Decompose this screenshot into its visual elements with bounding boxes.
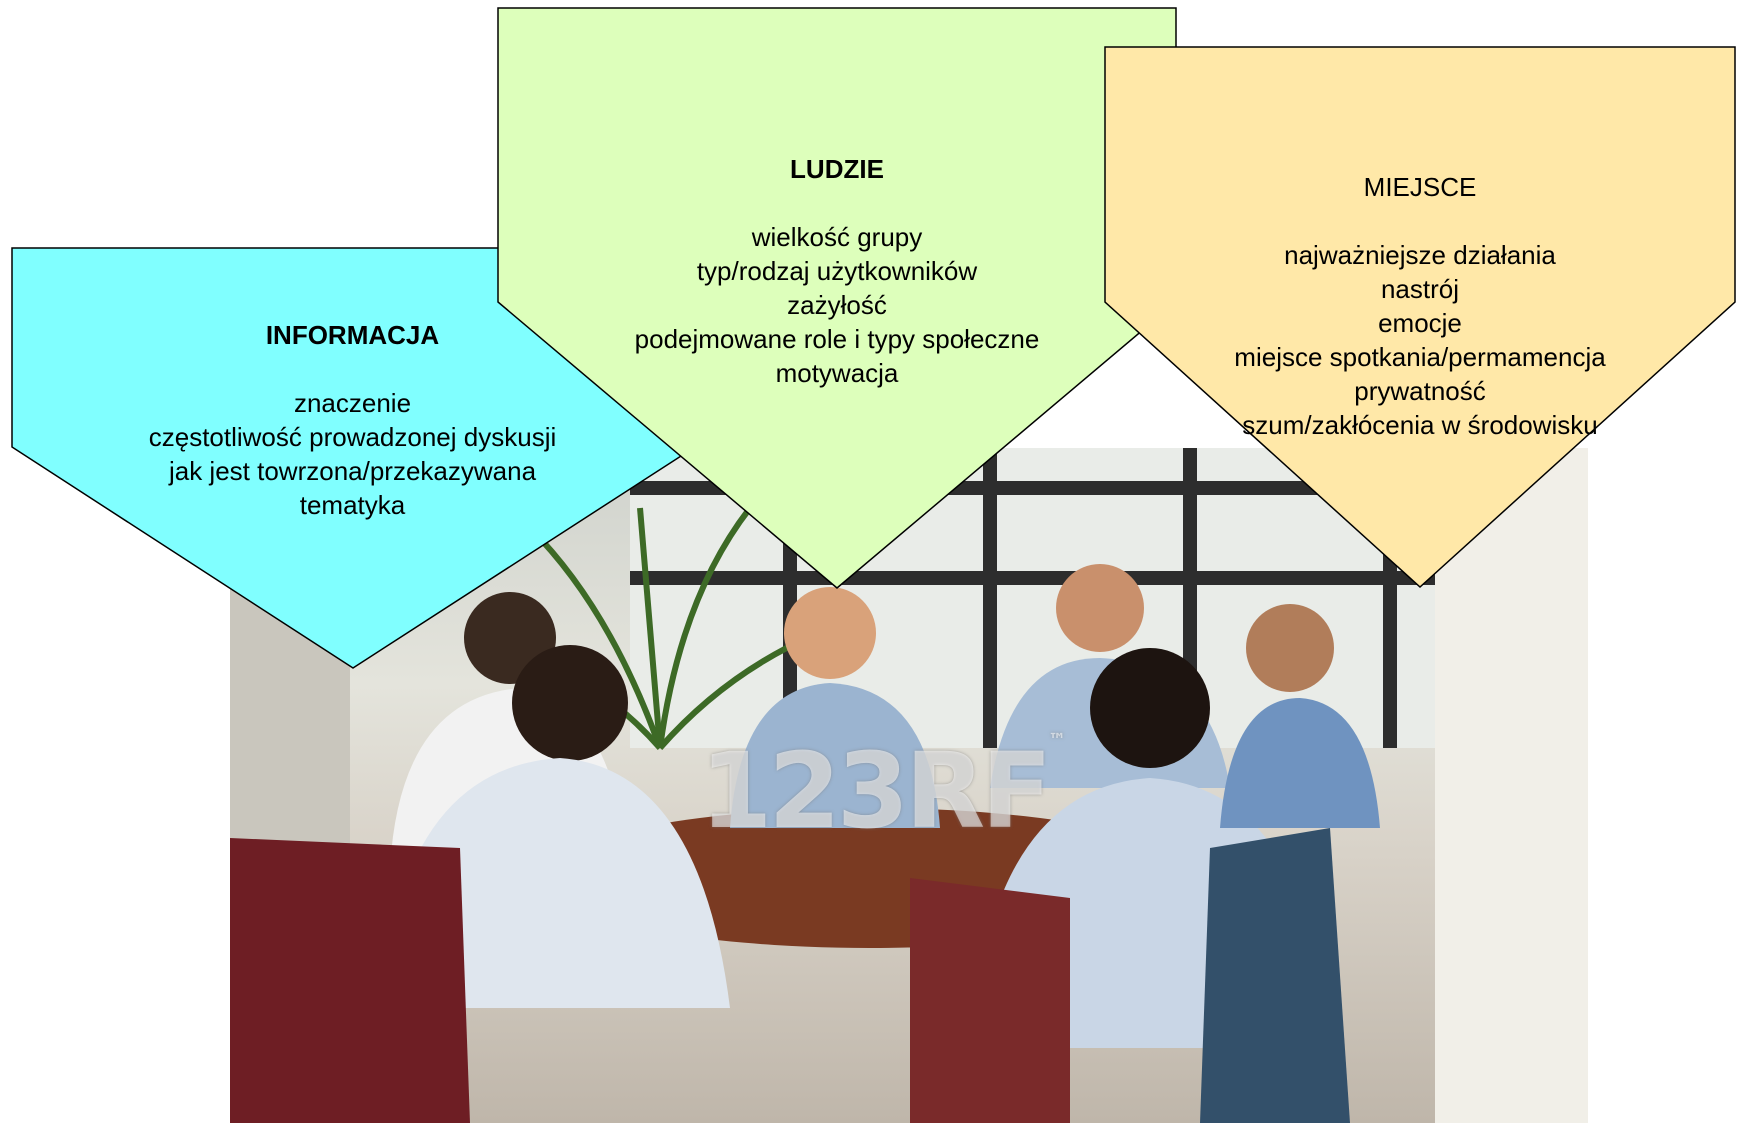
ludzie-item: typ/rodzaj użytkowników (696, 256, 978, 286)
informacja-item: częstotliwość prowadzonej dyskusji (148, 422, 557, 452)
informacja-item: tematyka (299, 490, 406, 520)
ludzie-box: LUDZIE wielkość grupy typ/rodzaj użytkow… (498, 152, 1176, 390)
miejsce-title: MIEJSCE (1363, 172, 1477, 202)
ludzie-item: motywacja (775, 358, 899, 388)
miejsce-item: nastrój (1380, 274, 1460, 304)
ludzie-item: podejmowane role i typy społeczne (634, 324, 1040, 354)
miejsce-item: szum/zakłócenia w środowisku (1242, 410, 1598, 440)
informacja-title: INFORMACJA (265, 320, 440, 350)
miejsce-item: najważniejsze działania (1284, 240, 1556, 270)
informacja-item: jak jest towrzona/przekazywana (168, 456, 537, 486)
miejsce-item: emocje (1378, 308, 1462, 338)
miejsce-item: miejsce spotkania/permamencja (1234, 342, 1606, 372)
watermark: 123RF™ (700, 730, 1067, 852)
ludzie-title: LUDZIE (790, 154, 884, 184)
meeting-photo: 123RF™ (230, 448, 1588, 1123)
miejsce-item: prywatność (1354, 376, 1486, 406)
ludzie-item: wielkość grupy (751, 222, 923, 252)
informacja-item: znaczenie (293, 388, 412, 418)
miejsce-box: MIEJSCE najważniejsze działania nastrój … (1105, 170, 1735, 442)
ludzie-item: zażyłość (787, 290, 887, 320)
informacja-box: INFORMACJA znaczenie częstotliwość prowa… (10, 318, 695, 522)
